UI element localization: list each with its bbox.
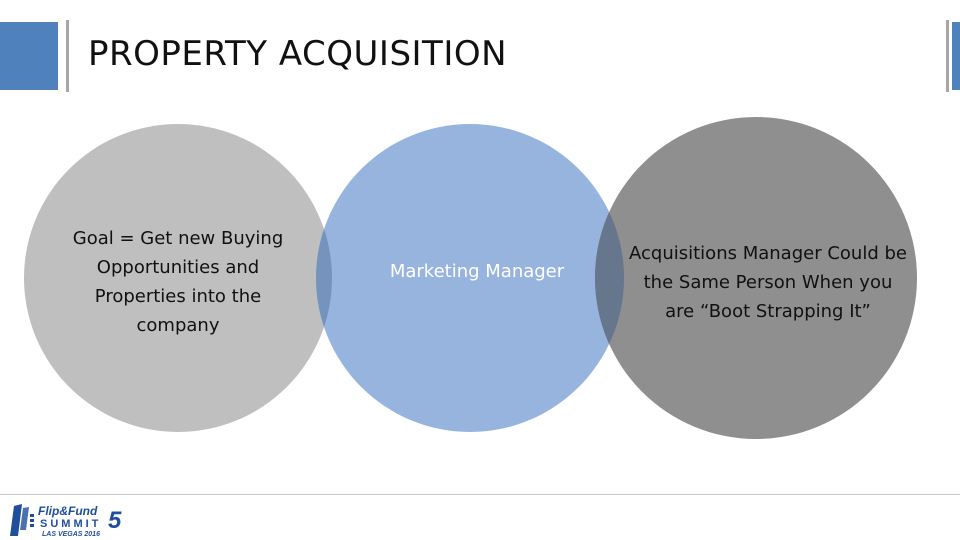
circle-marketing-manager-label: Marketing Manager <box>389 260 565 282</box>
logo-line1: Flip&Fund <box>38 504 98 518</box>
circle-goal-label: Goal = Get new Buying Opportunities and … <box>72 228 284 336</box>
accent-line-right <box>946 20 949 92</box>
slide-title: PROPERTY ACQUISITION <box>88 34 508 74</box>
accent-line-left <box>66 20 69 92</box>
accent-block-left <box>0 22 58 90</box>
footer-divider <box>0 494 960 495</box>
flip-and-fund-summit-logo: Flip&Fund 5 SUMMIT LAS VEGAS 2016 <box>10 504 122 538</box>
accent-block-right <box>952 22 960 90</box>
circle-marketing-manager <box>316 124 624 432</box>
circle-acquisitions-manager <box>595 117 917 439</box>
logo-line3: LAS VEGAS 2016 <box>42 531 100 538</box>
circle-goal <box>24 124 332 432</box>
circle-acquisitions-manager-label: Acquisitions Manager Could be the Same P… <box>629 242 907 322</box>
logo-line2: SUMMIT <box>40 518 101 530</box>
logo-number: 5 <box>108 507 122 534</box>
